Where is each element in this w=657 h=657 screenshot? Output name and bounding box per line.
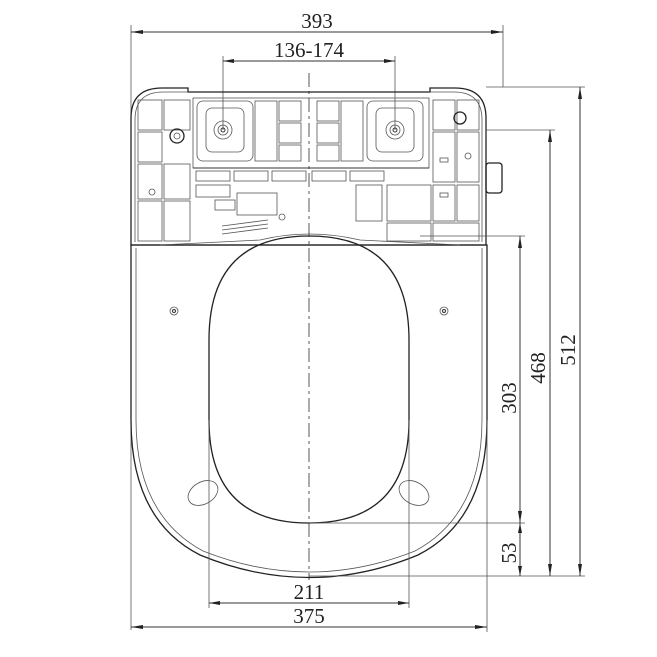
- overall-length-label: 512: [556, 334, 580, 366]
- dimension-overall-length: 512: [556, 87, 582, 576]
- opening-width-label: 211: [294, 580, 325, 604]
- seat-width-label: 375: [293, 604, 325, 628]
- hole-spacing-label: 136-174: [274, 38, 344, 62]
- dimension-opening-width: 211: [208, 420, 410, 608]
- dimension-hole-spacing: 136-174: [222, 38, 396, 130]
- dimension-seat-width: 375: [131, 420, 488, 632]
- dimension-opening-length: 303: [497, 236, 522, 523]
- dimension-seat-length: 468: [526, 130, 552, 576]
- seat-length-label: 468: [526, 352, 550, 384]
- overall-width-label: 393: [301, 9, 333, 33]
- rear-housing: [130, 87, 503, 246]
- dimension-front-rim: 53: [497, 523, 522, 576]
- opening-length-label: 303: [497, 382, 521, 414]
- front-rim-label: 53: [497, 543, 521, 564]
